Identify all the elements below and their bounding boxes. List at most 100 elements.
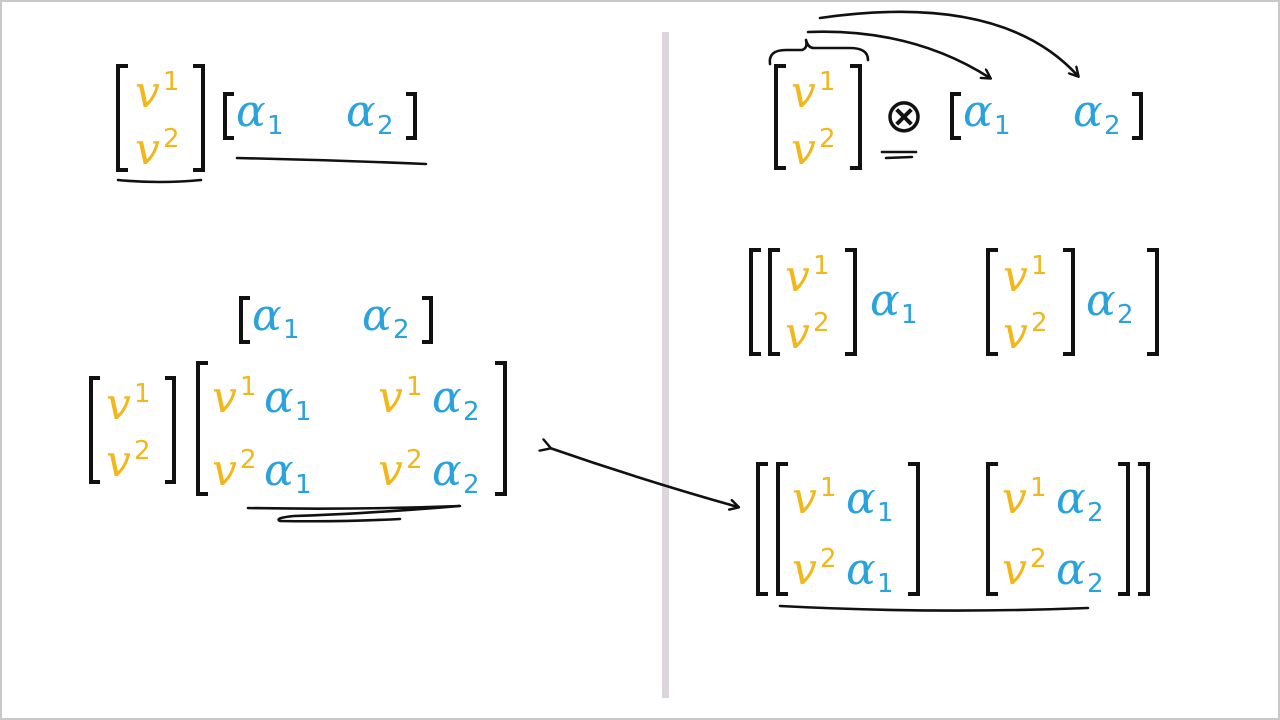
underline-scribble (246, 504, 462, 523)
underline-stroke (778, 604, 1090, 612)
otimes-underline (884, 155, 914, 160)
bracket-left (768, 248, 780, 356)
alpha: α (236, 86, 266, 137)
alpha: α (346, 86, 376, 137)
sup-1: 1 (163, 67, 180, 97)
bracket-left (116, 64, 128, 172)
alpha: α (264, 445, 294, 496)
alpha: α (252, 290, 282, 341)
bracket-right (1132, 92, 1143, 140)
bracket-right (165, 376, 176, 484)
alpha: α (432, 372, 462, 423)
bracket-right (495, 361, 507, 496)
sub-1: 1 (877, 498, 894, 528)
v: v (1003, 251, 1028, 302)
sup-2: 2 (134, 436, 151, 466)
bracket-left (986, 462, 998, 596)
v: v (785, 308, 810, 359)
sub-2: 2 (1117, 300, 1134, 330)
v: v (791, 124, 816, 175)
alpha: α (362, 290, 392, 341)
sup-2: 2 (406, 445, 423, 475)
bracket-left (756, 462, 768, 596)
v: v (1003, 308, 1028, 359)
v: v (791, 67, 816, 118)
underline-stroke (116, 178, 203, 184)
alpha: α (963, 86, 993, 137)
bottom-left-expression: α 1 α 2 v 1 v 2 v 1 α 1 v 1 α 2 v 2 α 1 (89, 290, 507, 523)
v: v (792, 473, 817, 524)
bracket-right (193, 64, 205, 172)
v: v (378, 445, 403, 496)
v: v (1002, 544, 1027, 595)
bracket-left (89, 376, 100, 484)
sub-2: 2 (393, 315, 410, 345)
alpha: α (1056, 544, 1086, 595)
sub-1: 1 (994, 111, 1011, 141)
v: v (212, 372, 237, 423)
alpha: α (870, 275, 900, 326)
sup-1: 1 (1030, 473, 1047, 503)
alpha: α (846, 544, 876, 595)
v: v (135, 67, 160, 118)
sub-1: 1 (267, 111, 284, 141)
double-arrow (550, 448, 738, 507)
alpha: α (846, 473, 876, 524)
otimes-symbol: ⊗ (884, 88, 924, 144)
column-1-entry-2: v 2 α 1 (792, 544, 894, 599)
sub-2: 2 (1104, 111, 1121, 141)
sub-2: 2 (377, 111, 394, 141)
bracket-left (749, 248, 761, 356)
middle-right-expression: v 1 v 2 α 1 v 1 v 2 α 2 (749, 248, 1159, 359)
bracket-left (950, 92, 961, 140)
sub-2: 2 (463, 397, 480, 427)
v: v (792, 544, 817, 595)
sub-2: 2 (1087, 569, 1104, 599)
sup-2: 2 (240, 445, 257, 475)
sub-2: 2 (463, 470, 480, 500)
column-2-entry-2: v 2 α 2 (1002, 544, 1104, 599)
matrix-entry-21: v 2 α 1 (212, 445, 312, 500)
underline-stroke (235, 156, 428, 166)
sub-1: 1 (901, 300, 918, 330)
sup-2: 2 (820, 544, 837, 574)
bracket-left (986, 248, 998, 356)
bracket-left (774, 64, 786, 170)
bracket-right (908, 462, 920, 596)
sup-2: 2 (819, 124, 836, 154)
bracket-right (845, 248, 857, 356)
v: v (785, 251, 810, 302)
column-2-entry-1: v 1 α 2 (1002, 473, 1104, 528)
bracket-left (776, 462, 788, 596)
v: v (378, 372, 403, 423)
v: v (106, 436, 131, 487)
bracket-right (422, 296, 433, 344)
sup-1: 1 (820, 473, 837, 503)
bracket-right (1118, 462, 1130, 596)
curved-arrow (806, 30, 990, 78)
alpha: α (1073, 86, 1103, 137)
sub-1: 1 (295, 397, 312, 427)
sup-1: 1 (134, 379, 151, 409)
matrix-entry-12: v 1 α 2 (378, 372, 480, 427)
sup-1: 1 (240, 372, 257, 402)
bracket-left (223, 92, 234, 140)
sub-1: 1 (295, 470, 312, 500)
sup-2: 2 (1030, 544, 1047, 574)
bracket-right (850, 64, 862, 170)
bracket-right (1138, 462, 1150, 596)
bracket-right (406, 92, 417, 140)
sup-2: 2 (163, 124, 180, 154)
bracket-right (1147, 248, 1159, 356)
sup-1: 1 (819, 67, 836, 97)
matrix-entry-22: v 2 α 2 (378, 445, 480, 500)
sub-1: 1 (877, 569, 894, 599)
center-divider (662, 32, 669, 698)
alpha: α (432, 445, 462, 496)
sup-1: 1 (813, 251, 830, 281)
sup-1: 1 (1031, 251, 1048, 281)
sup-1: 1 (406, 372, 423, 402)
sup-2: 2 (1031, 308, 1048, 338)
